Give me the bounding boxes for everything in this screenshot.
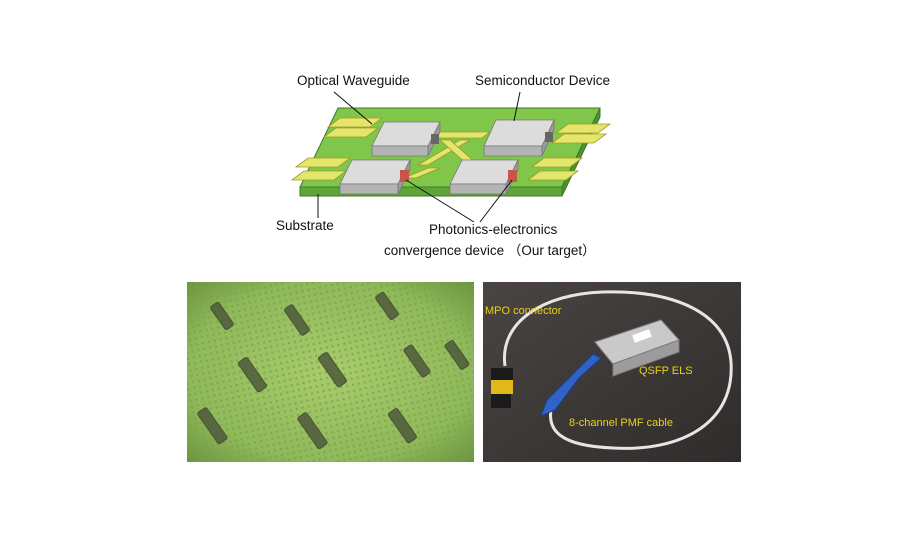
label-mpo-connector: MPO connector xyxy=(485,305,562,317)
microscope-photo xyxy=(187,282,474,462)
label-photonics-line1: Photonics-electronics xyxy=(429,222,558,237)
chip-pads xyxy=(197,291,470,450)
photonics-device-front-left xyxy=(339,159,411,195)
qsfp-product-photo: MPO connector QSFP ELS 8-channel PMF cab… xyxy=(483,282,741,462)
label-qsfp-els: QSFP ELS xyxy=(639,365,693,377)
semiconductor-device-rear-right xyxy=(483,119,555,157)
leader-lines xyxy=(317,91,521,223)
convergence-diagram xyxy=(290,91,612,223)
label-semiconductor-device: Semiconductor Device xyxy=(475,73,611,88)
mpo-connector xyxy=(491,368,513,408)
semiconductor-device-rear-left xyxy=(371,121,441,157)
qsfp-module xyxy=(540,319,680,417)
label-substrate: Substrate xyxy=(276,218,334,233)
optical-waveguides xyxy=(290,117,612,181)
photonics-device-front-right xyxy=(449,159,519,195)
label-photonics-line2: convergence device （Our target） xyxy=(384,243,596,258)
label-optical-waveguide: Optical Waveguide xyxy=(297,73,410,88)
label-pmf-cable: 8-channel PMF cable xyxy=(569,417,673,429)
pmf-cable xyxy=(502,290,733,450)
